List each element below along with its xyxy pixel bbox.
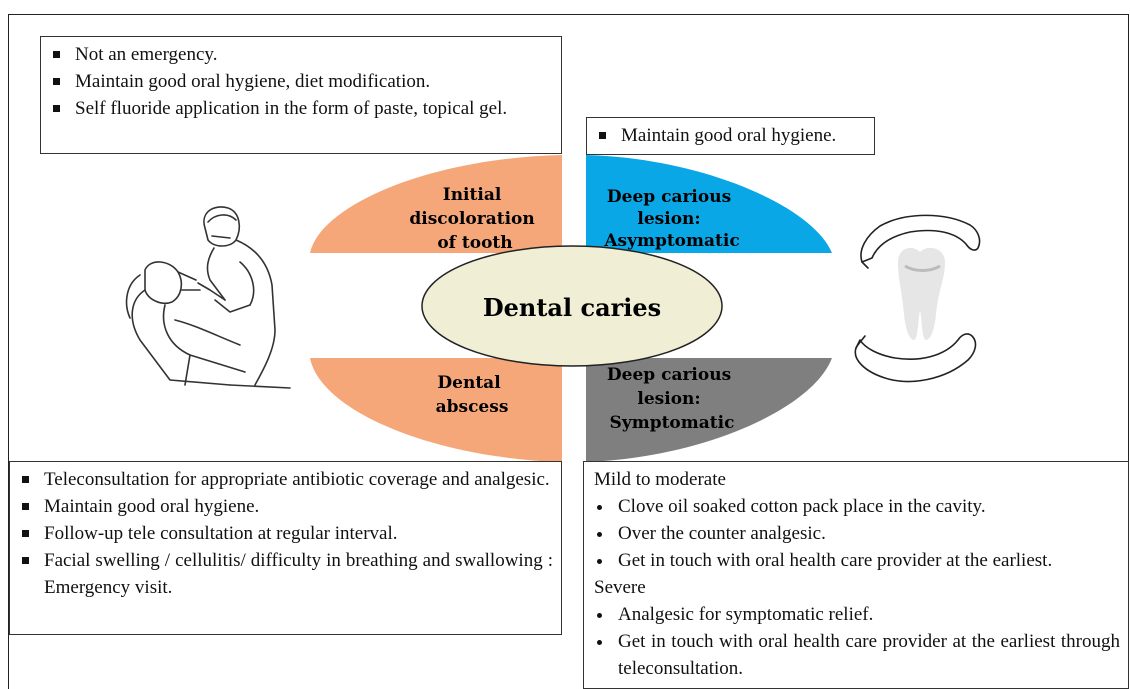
list-item: Follow-up tele consultation at regular i… (10, 520, 553, 547)
list-item: Teleconsultation for appropriate antibio… (10, 466, 553, 493)
center-label: Dental caries (483, 293, 661, 322)
list-item: Self fluoride application in the form of… (41, 95, 555, 122)
box-asymptomatic: Maintain good oral hygiene. (586, 117, 875, 155)
list-item: Clove oil soaked cotton pack place in th… (584, 493, 1120, 520)
tooth-icon (898, 248, 945, 340)
bottom-hand-icon (855, 334, 975, 382)
box-initial-discoloration: Not an emergency. Maintain good oral hyg… (40, 36, 562, 154)
box-dental-abscess: Teleconsultation for appropriate antibio… (9, 461, 562, 635)
heading-severe: Severe (584, 574, 1120, 601)
list-item: Over the counter analgesic. (584, 520, 1120, 547)
list-item: Analgesic for symptomatic relief. (584, 601, 1120, 628)
list-item: Get in touch with oral health care provi… (584, 547, 1120, 574)
list-item: Maintain good oral hygiene, diet modific… (41, 68, 555, 95)
box-symptomatic: Mild to moderate Clove oil soaked cotton… (583, 461, 1129, 689)
dentist-patient-illustration (127, 207, 290, 388)
tooth-in-hands-illustration (855, 215, 979, 381)
list-item: Maintain good oral hygiene. (587, 122, 868, 149)
heading-mild: Mild to moderate (584, 466, 1120, 493)
list-item: Facial swelling / cellulitis/ difficulty… (10, 547, 553, 601)
quadrant-initial (310, 155, 562, 253)
list-item: Get in touch with oral health care provi… (584, 628, 1120, 682)
list-item: Maintain good oral hygiene. (10, 493, 553, 520)
list-item: Not an emergency. (41, 41, 555, 68)
